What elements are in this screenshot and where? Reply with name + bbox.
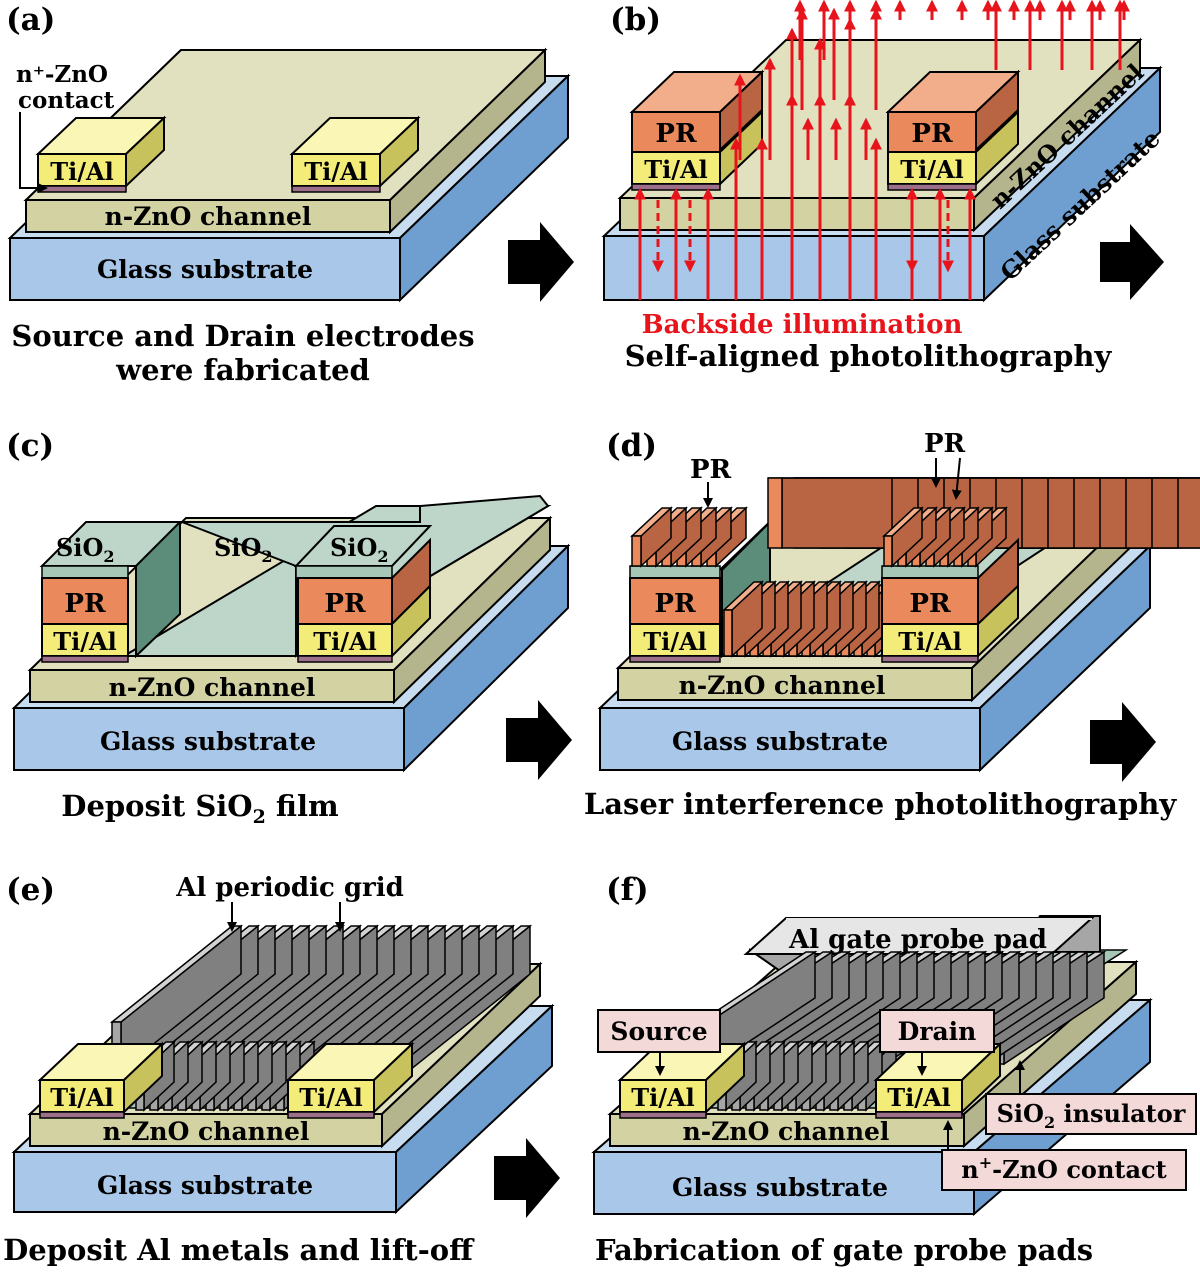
pr-left-label: PR (655, 119, 697, 149)
panel-a-letter: (a) (6, 2, 55, 38)
drain-callout: Drain (879, 1009, 995, 1076)
pr-stripe-back (767, 477, 783, 549)
pr-grating-stripes (630, 477, 1200, 658)
ti-al-right-label: Ti/Al (898, 627, 961, 656)
pr-stripe-left-top (631, 535, 642, 567)
substrate-label: Glass substrate (672, 727, 888, 756)
ti-al-left (35, 115, 167, 193)
panel-e-letter: (e) (6, 872, 55, 908)
channel-label: n-ZnO channel (679, 671, 886, 700)
ti-al-left-label: Ti/Al (50, 1083, 113, 1112)
substrate-label: Glass substrate (672, 1173, 888, 1202)
pr-stripe-channel (723, 609, 733, 657)
pr-stack-right (297, 537, 431, 663)
pr-stripe-back-side (781, 477, 893, 549)
pr-callout-right-arrow-2 (951, 457, 962, 500)
caption-a-line2: were fabricated (115, 353, 370, 387)
panel-b-letter: (b) (610, 2, 661, 38)
ti-al-left-label: Ti/Al (50, 157, 113, 186)
ti-al-right-label: Ti/Al (299, 1083, 362, 1112)
ti-al-right-label: Ti/Al (887, 1083, 950, 1112)
contact-label-line1: n⁺-ZnO (16, 61, 108, 88)
ti-al-right (285, 1041, 415, 1119)
pr-stack-left (629, 577, 721, 663)
caption-c: Deposit SiO2 film (61, 789, 339, 828)
pr-stack-right (885, 69, 1021, 191)
pr-right-label: PR (909, 589, 951, 619)
caption-a-line1: Source and Drain electrodes (11, 319, 474, 353)
panel-e: (e) Al periodic grid Ti/Al Ti/Al n-ZnO c… (3, 872, 560, 1267)
ti-al-left (37, 1041, 165, 1119)
channel-label: n-ZnO channel (103, 1117, 310, 1146)
ti-al-right (289, 115, 421, 193)
ti-al-left-label: Ti/Al (643, 627, 706, 656)
illumination-label: Backside illumination (642, 310, 963, 340)
pr-stack-left (41, 577, 129, 663)
sio2-right-label: SiO2 (330, 533, 389, 566)
caption-b: Self-aligned photolithography (625, 339, 1113, 373)
backside-illumination-arrows (634, 0, 1130, 300)
caption-e: Deposit Al metals and lift-off (3, 1233, 475, 1267)
pr-stack-right (881, 537, 1019, 663)
grid-label: Al periodic grid (175, 873, 404, 903)
pr-callout-left: PR (690, 455, 732, 485)
ti-al-right-label: Ti/Al (900, 155, 963, 184)
sio2-left-label: SiO2 (56, 533, 115, 566)
pr-stripe-right-top (883, 535, 893, 567)
ti-al-left-label: Ti/Al (53, 627, 116, 656)
panel-f: (f) Al gate probe pad Source Drain Ti/Al… (591, 872, 1197, 1267)
caption-f: Fabrication of gate probe pads (595, 1233, 1093, 1267)
al-periodic-grid (109, 924, 533, 1112)
contact-pointer-arrow (19, 112, 48, 193)
sio2-insulator-label: SiO2 insulator (997, 1099, 1186, 1132)
sio2-insulator-callout: SiO2 insulator (985, 1060, 1197, 1135)
channel-label: n-ZnO channel (683, 1117, 890, 1146)
ti-al-left-label: Ti/Al (644, 155, 707, 184)
next-step-arrow (1090, 702, 1156, 782)
channel-label: n-ZnO channel (105, 202, 312, 231)
pr-left-label: PR (654, 589, 696, 619)
pr-right-label: PR (324, 589, 366, 619)
source-callout: Source (597, 1009, 721, 1076)
contact-label-line2: contact (18, 87, 115, 114)
next-step-arrow (508, 222, 574, 302)
next-step-arrow (494, 1138, 560, 1218)
source-label: Source (610, 1017, 707, 1046)
next-step-arrow (1100, 224, 1164, 300)
large-channel-top (23, 49, 548, 201)
ti-al-right-label: Ti/Al (304, 157, 367, 186)
substrate-label: Glass substrate (97, 255, 313, 284)
caption-d: Laser interference photolithography (584, 787, 1178, 821)
gate-pad-label: Al gate probe pad (788, 925, 1047, 955)
drain-label: Drain (898, 1017, 977, 1046)
substrate-label: Glass substrate (97, 1171, 313, 1200)
next-step-arrow (506, 700, 572, 780)
panel-a: (a) n⁺-ZnO contact Ti/Al Ti/Al n-ZnO cha… (6, 2, 574, 387)
panel-b: (b) PR PR Ti/Al Ti/Al n-ZnO channel Glas… (601, 0, 1166, 373)
ti-al-right-label: Ti/Al (313, 627, 376, 656)
panel-d-letter: (d) (606, 428, 657, 464)
panel-f-letter: (f) (606, 872, 649, 908)
channel-label: n-ZnO channel (109, 673, 316, 702)
pr-right-label: PR (911, 119, 953, 149)
panel-d: (d) PR PR PR PR Ti/Al Ti/Al n-ZnO channe… (584, 428, 1200, 821)
sio2-center-label: SiO2 (214, 533, 273, 566)
pr-callout-right: PR (924, 429, 966, 459)
substrate-label: Glass substrate (100, 727, 316, 756)
ti-al-left-label: Ti/Al (631, 1083, 694, 1112)
pr-left-label: PR (64, 589, 106, 619)
contact-label: n+-ZnO contact (961, 1153, 1166, 1184)
contact-callout: n+-ZnO contact (941, 1120, 1187, 1191)
panel-c-letter: (c) (6, 428, 54, 464)
panel-c: (c) SiO2 SiO2 SiO2 PR PR Ti/Al Ti/Al n-Z… (6, 428, 572, 828)
